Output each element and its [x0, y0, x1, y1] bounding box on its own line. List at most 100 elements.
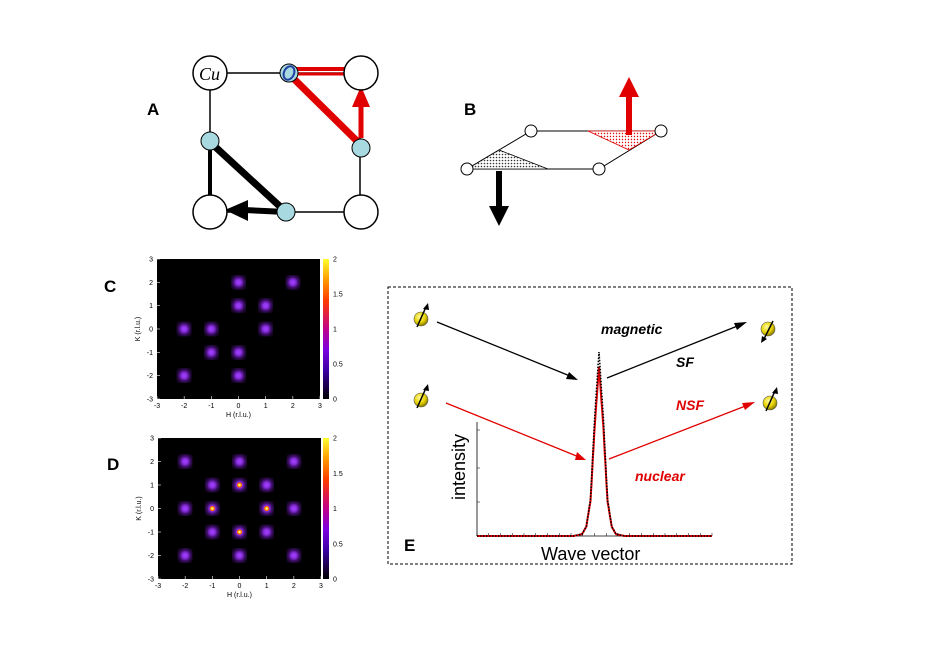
diffraction-peak — [178, 369, 191, 382]
x-tick-label: -2 — [182, 583, 188, 590]
x-tick-label: -1 — [208, 403, 214, 410]
diffraction-peak — [179, 549, 192, 562]
diffraction-peak — [233, 549, 246, 562]
diffraction-peak — [232, 346, 245, 359]
panel-d: D -3 -2 -1 0 1 2 3 -3 -2 -1 0 1 2 3 H (r.l.u.) K (r.l.u… — [107, 436, 343, 600]
colorbar-tick-label: 2 — [333, 257, 337, 264]
heatmap-c-peaks — [178, 276, 299, 382]
panel-e-frame — [387, 286, 793, 565]
x-tick-label: -3 — [155, 583, 161, 590]
diffraction-peak — [206, 526, 219, 538]
x-tick-label: -1 — [209, 583, 215, 590]
colorbar-tick-label: 1.5 — [333, 471, 343, 478]
diffraction-peak — [233, 479, 246, 491]
x-tick-label: 0 — [238, 583, 242, 590]
magnetic-peak-curve — [477, 351, 712, 537]
y-tick-label: 1 — [149, 303, 153, 310]
colorbar-tick-label: 0 — [333, 397, 337, 404]
colorbar-tick-label: 1.5 — [333, 292, 343, 299]
x-tick-label: 2 — [291, 403, 295, 410]
y-tick-label: -1 — [148, 530, 154, 537]
x-tick-label: 3 — [318, 403, 322, 410]
x-tick-label: -2 — [181, 403, 187, 410]
diffraction-peak — [260, 479, 273, 491]
diffraction-peak — [287, 549, 300, 562]
neutron-icon — [413, 384, 429, 409]
nuclear-peak-curve — [477, 366, 712, 537]
y-tick-label: 3 — [150, 436, 154, 443]
x-axis-label: H (r.l.u.) — [227, 592, 252, 599]
diffraction-peak — [232, 299, 245, 312]
diffraction-peak — [205, 346, 218, 359]
y-tick-label: 2 — [150, 459, 154, 466]
colorbar-tick-label: 2 — [333, 436, 337, 443]
panel-b: B — [460, 77, 668, 226]
y-tick-label: -3 — [148, 577, 154, 584]
neutron-icon — [413, 303, 429, 328]
y-tick-label: 2 — [149, 280, 153, 287]
colorbar-tick-label: 1 — [333, 506, 337, 513]
colorbar-d — [323, 438, 329, 579]
panel-letter-c: C — [104, 277, 116, 296]
x-tick-label: 2 — [292, 583, 296, 590]
diffraction-peak — [233, 526, 246, 538]
x-axis-label: H (r.l.u.) — [226, 412, 251, 419]
x-tick-label: 1 — [264, 403, 268, 410]
panel-letter-d: D — [107, 455, 119, 474]
y-tick-label: -2 — [147, 373, 153, 380]
cu-label: Cu — [199, 64, 220, 84]
diffraction-peak — [260, 526, 273, 538]
x-axis-label: Wave vector — [541, 544, 640, 564]
y-tick-label: 1 — [150, 483, 154, 490]
diffraction-peak — [206, 502, 219, 515]
colorbar-d-ticks: 00.511.52 — [333, 436, 343, 584]
diffraction-peak — [260, 502, 273, 515]
colorbar-tick-label: 0.5 — [333, 541, 343, 548]
diffraction-peak — [259, 299, 272, 312]
diffraction-peak — [232, 369, 245, 382]
y-tick-label: 0 — [150, 506, 154, 513]
panel-letter-e: E — [404, 536, 415, 555]
heatmap-d-peaks — [179, 455, 300, 562]
panel-letter-b: B — [464, 100, 476, 119]
diffraction-peak — [232, 276, 245, 289]
neutron-icon — [762, 387, 778, 412]
heatmap-c-axes: -3 -2 -1 0 1 2 3 -3 -2 -1 0 1 2 3 H (r.l.u.) K (r.l.u.) — [135, 257, 322, 420]
diffraction-peak — [233, 455, 246, 468]
heatmap-d-axes: -3 -2 -1 0 1 2 3 -3 -2 -1 0 1 2 3 H (r.l.u.) K (r.l.u.) — [136, 436, 323, 600]
y-tick-label: -1 — [147, 350, 153, 357]
colorbar-tick-label: 0.5 — [333, 362, 343, 369]
y-tick-label: 3 — [149, 257, 153, 264]
label-magnetic: magnetic — [601, 321, 663, 337]
y-tick-label: -3 — [147, 397, 153, 404]
label-nsf: NSF — [676, 397, 704, 413]
x-tick-label: 0 — [237, 403, 241, 410]
colorbar-c — [323, 259, 329, 399]
panel-letter-a: A — [147, 100, 159, 119]
diffraction-peak — [287, 502, 300, 515]
label-nuclear: nuclear — [635, 468, 686, 484]
panel-a: A Cu — [147, 55, 379, 230]
panel-e: E Wave vector intensity magnetic SF NSF … — [387, 286, 793, 565]
colorbar-tick-label: 1 — [333, 327, 337, 334]
diffraction-peak — [179, 455, 192, 468]
diffraction-peak — [206, 479, 219, 491]
diffraction-peak — [205, 323, 218, 335]
panel-c: C -3 -2 -1 0 1 2 3 -3 -2 -1 0 1 2 3 H (r.l.u.) K (r.l.u… — [104, 257, 343, 420]
neutron-icon — [760, 320, 776, 343]
y-axis-label: intensity — [449, 434, 469, 500]
x-tick-label: -3 — [154, 403, 160, 410]
diffraction-peak — [287, 455, 300, 468]
x-tick-label: 1 — [265, 583, 269, 590]
y-axis-label: K (r.l.u.) — [136, 496, 143, 521]
y-axis-label: K (r.l.u.) — [135, 317, 142, 342]
y-tick-label: -2 — [148, 553, 154, 560]
diffraction-peak — [179, 502, 192, 515]
y-tick-label: 0 — [149, 327, 153, 334]
colorbar-c-ticks: 0 0.5 1 1.5 2 — [333, 257, 343, 404]
diffraction-peak — [259, 323, 272, 335]
diffraction-peak — [286, 276, 299, 289]
diffraction-peak — [178, 323, 191, 335]
x-tick-label: 3 — [319, 583, 323, 590]
